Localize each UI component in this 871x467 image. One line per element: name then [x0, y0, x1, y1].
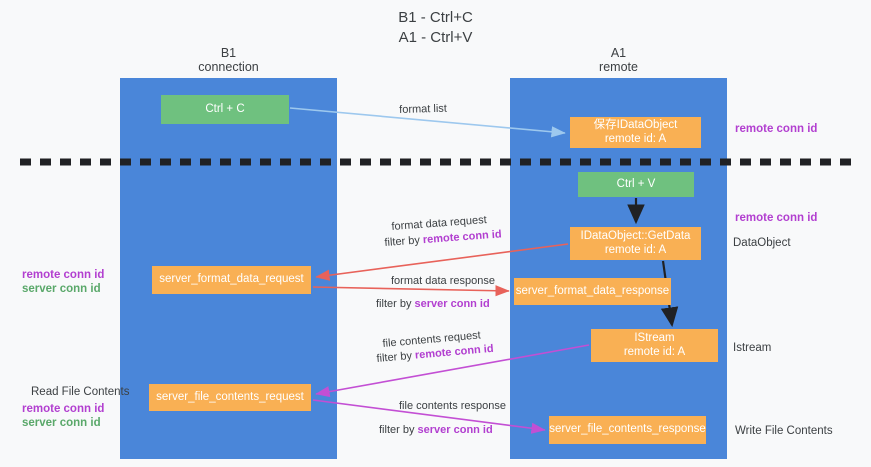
annotation-remote-conn-id-mid: remote conn id [735, 211, 817, 225]
edge-label-file-contents-response: file contents response [399, 400, 507, 412]
annotation-dataobject-text: DataObject [733, 237, 791, 249]
node-istream-label: IStream [634, 332, 675, 344]
node-server-file-contents-request-label: server_file_contents_request [156, 390, 304, 403]
filter-prefix: filter by [379, 424, 418, 436]
node-server-file-contents-response[interactable]: server_file_contents_response [549, 416, 706, 444]
swimlane-header-a1: A1 remote [510, 46, 727, 74]
swimlane-header-a1-name: A1 [610, 46, 627, 60]
swimlane-header-a1-role: remote [599, 60, 638, 74]
annotation-left-server-conn-id-2: server conn id [22, 417, 101, 429]
node-server-format-data-request-label: server_format_data_request [159, 273, 304, 286]
annotation-left-remote-conn-id: remote conn id [22, 269, 105, 281]
node-idataobject-getdata-label: IDataObject::GetData [580, 230, 691, 242]
swimlane-header-b1: B1 connection [120, 46, 337, 74]
node-ctrl-v[interactable]: Ctrl + V [578, 172, 694, 197]
edge-label-format-list: format list [399, 102, 448, 116]
node-ctrl-v-label: Ctrl + V [616, 177, 656, 190]
annotation-write-file-contents-text: Write File Contents [735, 425, 833, 437]
node-server-format-data-request[interactable]: server_format_data_request [152, 266, 311, 294]
annotation-istream: Istream [733, 341, 771, 355]
filter-key-server-conn-id: server conn id [417, 424, 493, 436]
node-server-format-data-response-label: server_format_data_response [515, 284, 670, 297]
filter-prefix: filter by [384, 234, 424, 249]
node-server-format-data-response[interactable]: server_format_data_response [514, 278, 671, 305]
annotation-read-file-contents-text: Read File Contents [31, 386, 130, 398]
node-server-file-contents-response-label: server_file_contents_response [549, 423, 706, 436]
annotation-write-file-contents: Write File Contents [735, 424, 833, 438]
node-save-idataobject-label: 保存IDataObject [593, 119, 678, 131]
annotation-read-file-contents: Read File Contents [31, 385, 129, 399]
filter-key-server-conn-id: server conn id [414, 298, 490, 310]
annotation-istream-text: Istream [733, 342, 772, 354]
annotation-left-remote-conn-id-2: remote conn id [22, 403, 105, 415]
node-save-idataobject-sub: remote id: A [604, 132, 667, 145]
filter-prefix: filter by [376, 349, 416, 365]
node-istream[interactable]: IStream remote id: A [591, 329, 718, 362]
node-save-idataobject[interactable]: 保存IDataObject remote id: A [570, 117, 701, 148]
swimlane-header-b1-name: B1 [220, 46, 237, 60]
title-line-1: B1 - Ctrl+C [398, 9, 473, 26]
filter-key-remote-conn-id: remote conn id [422, 228, 502, 247]
annotation-left-conn-ids-2: remote conn id server conn id [22, 402, 104, 430]
edge-label-file-contents-response-filter: filter by server conn id [379, 423, 493, 437]
annotation-dataobject: DataObject [733, 236, 791, 250]
edge-label-format-data-response-filter: filter by server conn id [376, 297, 490, 311]
node-ctrl-c[interactable]: Ctrl + C [161, 95, 289, 124]
annotation-remote-conn-id-top: remote conn id [735, 122, 817, 136]
annotation-left-conn-ids: remote conn id server conn id [22, 268, 104, 296]
diagram-title: B1 - Ctrl+C A1 - Ctrl+V [0, 8, 871, 48]
edge-label-format-data-response: format data response [391, 275, 495, 287]
annotation-left-server-conn-id: server conn id [22, 283, 101, 295]
swimlane-header-b1-role: connection [198, 60, 259, 74]
node-server-file-contents-request[interactable]: server_file_contents_request [149, 384, 311, 411]
title-line-2: A1 - Ctrl+V [398, 29, 473, 46]
node-ctrl-c-label: Ctrl + C [205, 102, 245, 115]
node-istream-sub: remote id: A [623, 345, 686, 358]
node-idataobject-getdata-sub: remote id: A [604, 243, 667, 256]
node-idataobject-getdata[interactable]: IDataObject::GetData remote id: A [570, 227, 701, 260]
annotation-remote-conn-id-mid-text: remote conn id [735, 212, 818, 224]
filter-prefix: filter by [376, 298, 415, 310]
annotation-remote-conn-id-top-text: remote conn id [735, 123, 818, 135]
